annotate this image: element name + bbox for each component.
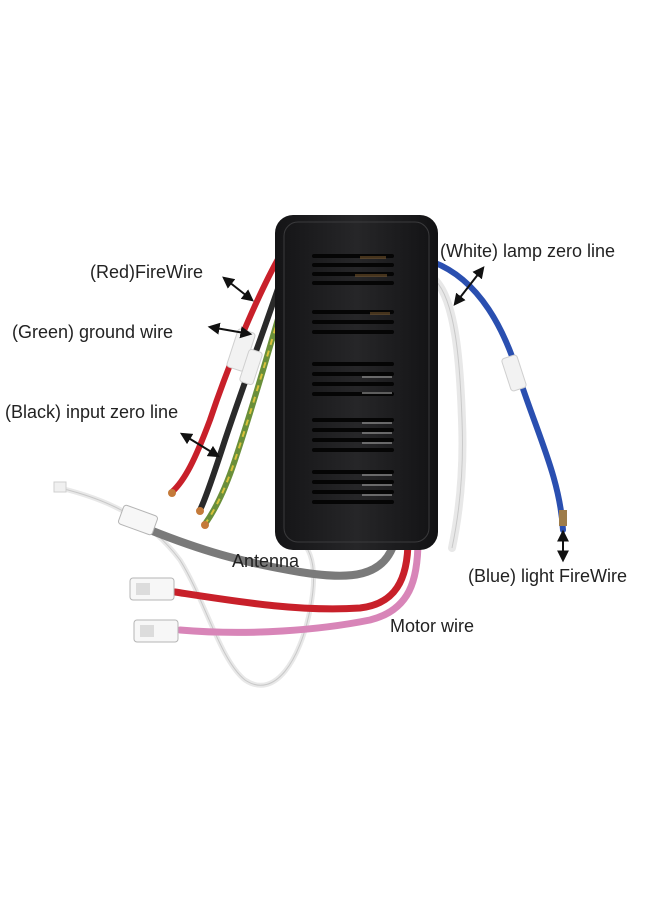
antenna-wire [146, 526, 399, 580]
red-firewire-arrow [222, 276, 254, 302]
controller-housing [275, 215, 438, 550]
black-input-arrow [179, 432, 221, 458]
black-input-wire [197, 259, 290, 513]
motor-wire-red [171, 536, 412, 613]
blue-light-firewire [430, 259, 566, 533]
white-lamp-arrow [453, 266, 485, 306]
red-fire-wire [169, 249, 285, 495]
bottom-wire-bundle [53, 481, 422, 688]
label-white-lamp-zero: (White) lamp zero line [440, 241, 616, 261]
label-antenna: Antenna [232, 551, 300, 571]
motor-connector-pink [133, 619, 179, 643]
green-ground-arrow [207, 322, 253, 339]
right-wire-bundle [430, 259, 567, 552]
motor-wire-pink [176, 536, 422, 636]
motor-connector-red [129, 577, 175, 601]
label-blue-light-firewire: (Blue) light FireWire [468, 566, 628, 586]
label-black-input-zero: (Black) input zero line [5, 402, 179, 422]
antenna-connector [118, 504, 158, 536]
label-motor-wire: Motor wire [390, 616, 475, 636]
label-green-ground: (Green) ground wire [12, 322, 174, 342]
label-red-firewire: (Red)FireWire [90, 262, 204, 282]
annotation-arrows [179, 266, 569, 563]
left-wire-bundle [168, 249, 295, 529]
